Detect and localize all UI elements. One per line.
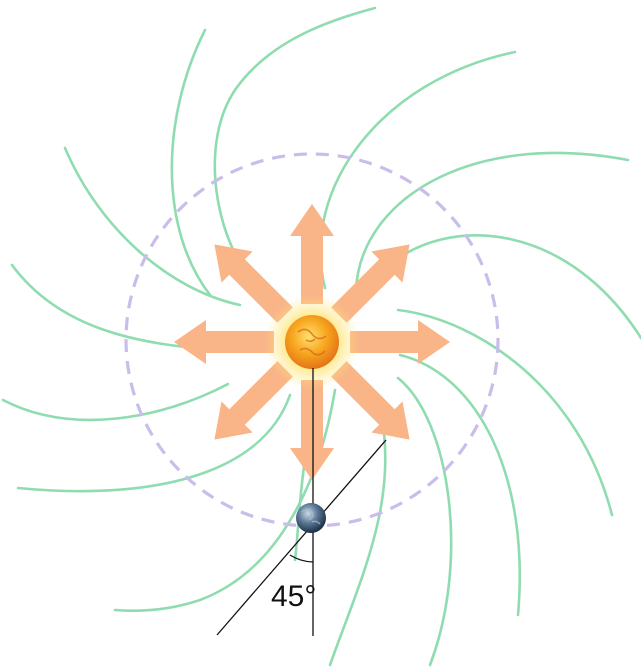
field-line bbox=[63, 146, 242, 307]
earth-icon bbox=[296, 503, 326, 533]
solar-wind-arrows bbox=[174, 204, 450, 480]
field-line bbox=[398, 353, 522, 617]
angle-arc bbox=[289, 554, 314, 563]
field-line bbox=[319, 50, 517, 290]
arrow-up-left bbox=[214, 244, 293, 323]
arrow-up-right bbox=[331, 244, 410, 323]
arrow-down-right bbox=[331, 361, 410, 440]
angle-construction bbox=[216, 368, 387, 636]
field-line bbox=[396, 376, 453, 667]
field-line bbox=[381, 234, 641, 340]
field-line bbox=[396, 308, 614, 517]
arrow-down-left bbox=[214, 361, 293, 440]
arrow-right bbox=[350, 320, 450, 364]
arrow-up bbox=[290, 204, 334, 304]
arrow-down bbox=[290, 380, 334, 480]
sun-icon bbox=[264, 294, 360, 390]
field-line bbox=[170, 28, 212, 297]
field-line bbox=[328, 406, 387, 667]
arrow-left bbox=[174, 320, 274, 364]
field-line bbox=[354, 151, 630, 292]
spiral-tangent-line bbox=[216, 439, 387, 636]
angle-label: 45° bbox=[271, 580, 316, 613]
field-line bbox=[213, 6, 377, 292]
field-line bbox=[1, 382, 230, 422]
